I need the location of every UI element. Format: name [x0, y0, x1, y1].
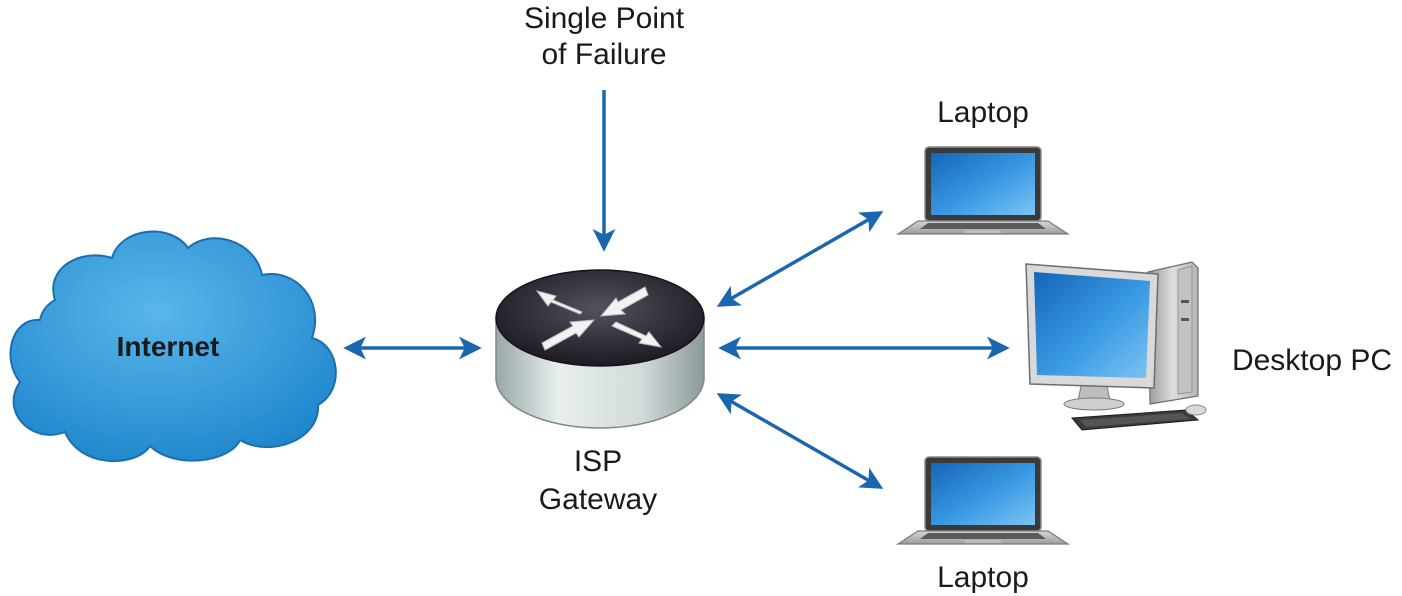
spof-label-line1: Single Point [524, 2, 685, 35]
cloud-icon [9, 230, 337, 463]
gateway-node: ISP Gateway [495, 269, 705, 516]
arrow-gateway-laptop-top [716, 211, 884, 307]
gateway-label-line1: ISP [574, 445, 622, 478]
internet-label: Internet [117, 331, 220, 362]
laptop-bottom-label: Laptop [937, 561, 1029, 594]
internet-node: Internet [9, 230, 337, 463]
laptop-top-node: Laptop [895, 96, 1071, 235]
laptop-icon [895, 146, 1071, 235]
laptop-icon [895, 456, 1071, 545]
spof-label: Single Point of Failure [524, 2, 685, 71]
spof-label-line2: of Failure [541, 38, 666, 71]
laptop-bottom-node: Laptop [895, 456, 1071, 594]
router-icon [495, 269, 705, 429]
arrow-gateway-laptop-bottom [716, 393, 884, 489]
gateway-label-line2: Gateway [539, 483, 657, 516]
laptop-top-label: Laptop [937, 96, 1029, 129]
desktop-label: Desktop PC [1232, 344, 1392, 377]
desktop-node: Desktop PC [1025, 261, 1392, 431]
desktop-pc-icon [1025, 261, 1207, 431]
connections [343, 90, 1010, 489]
